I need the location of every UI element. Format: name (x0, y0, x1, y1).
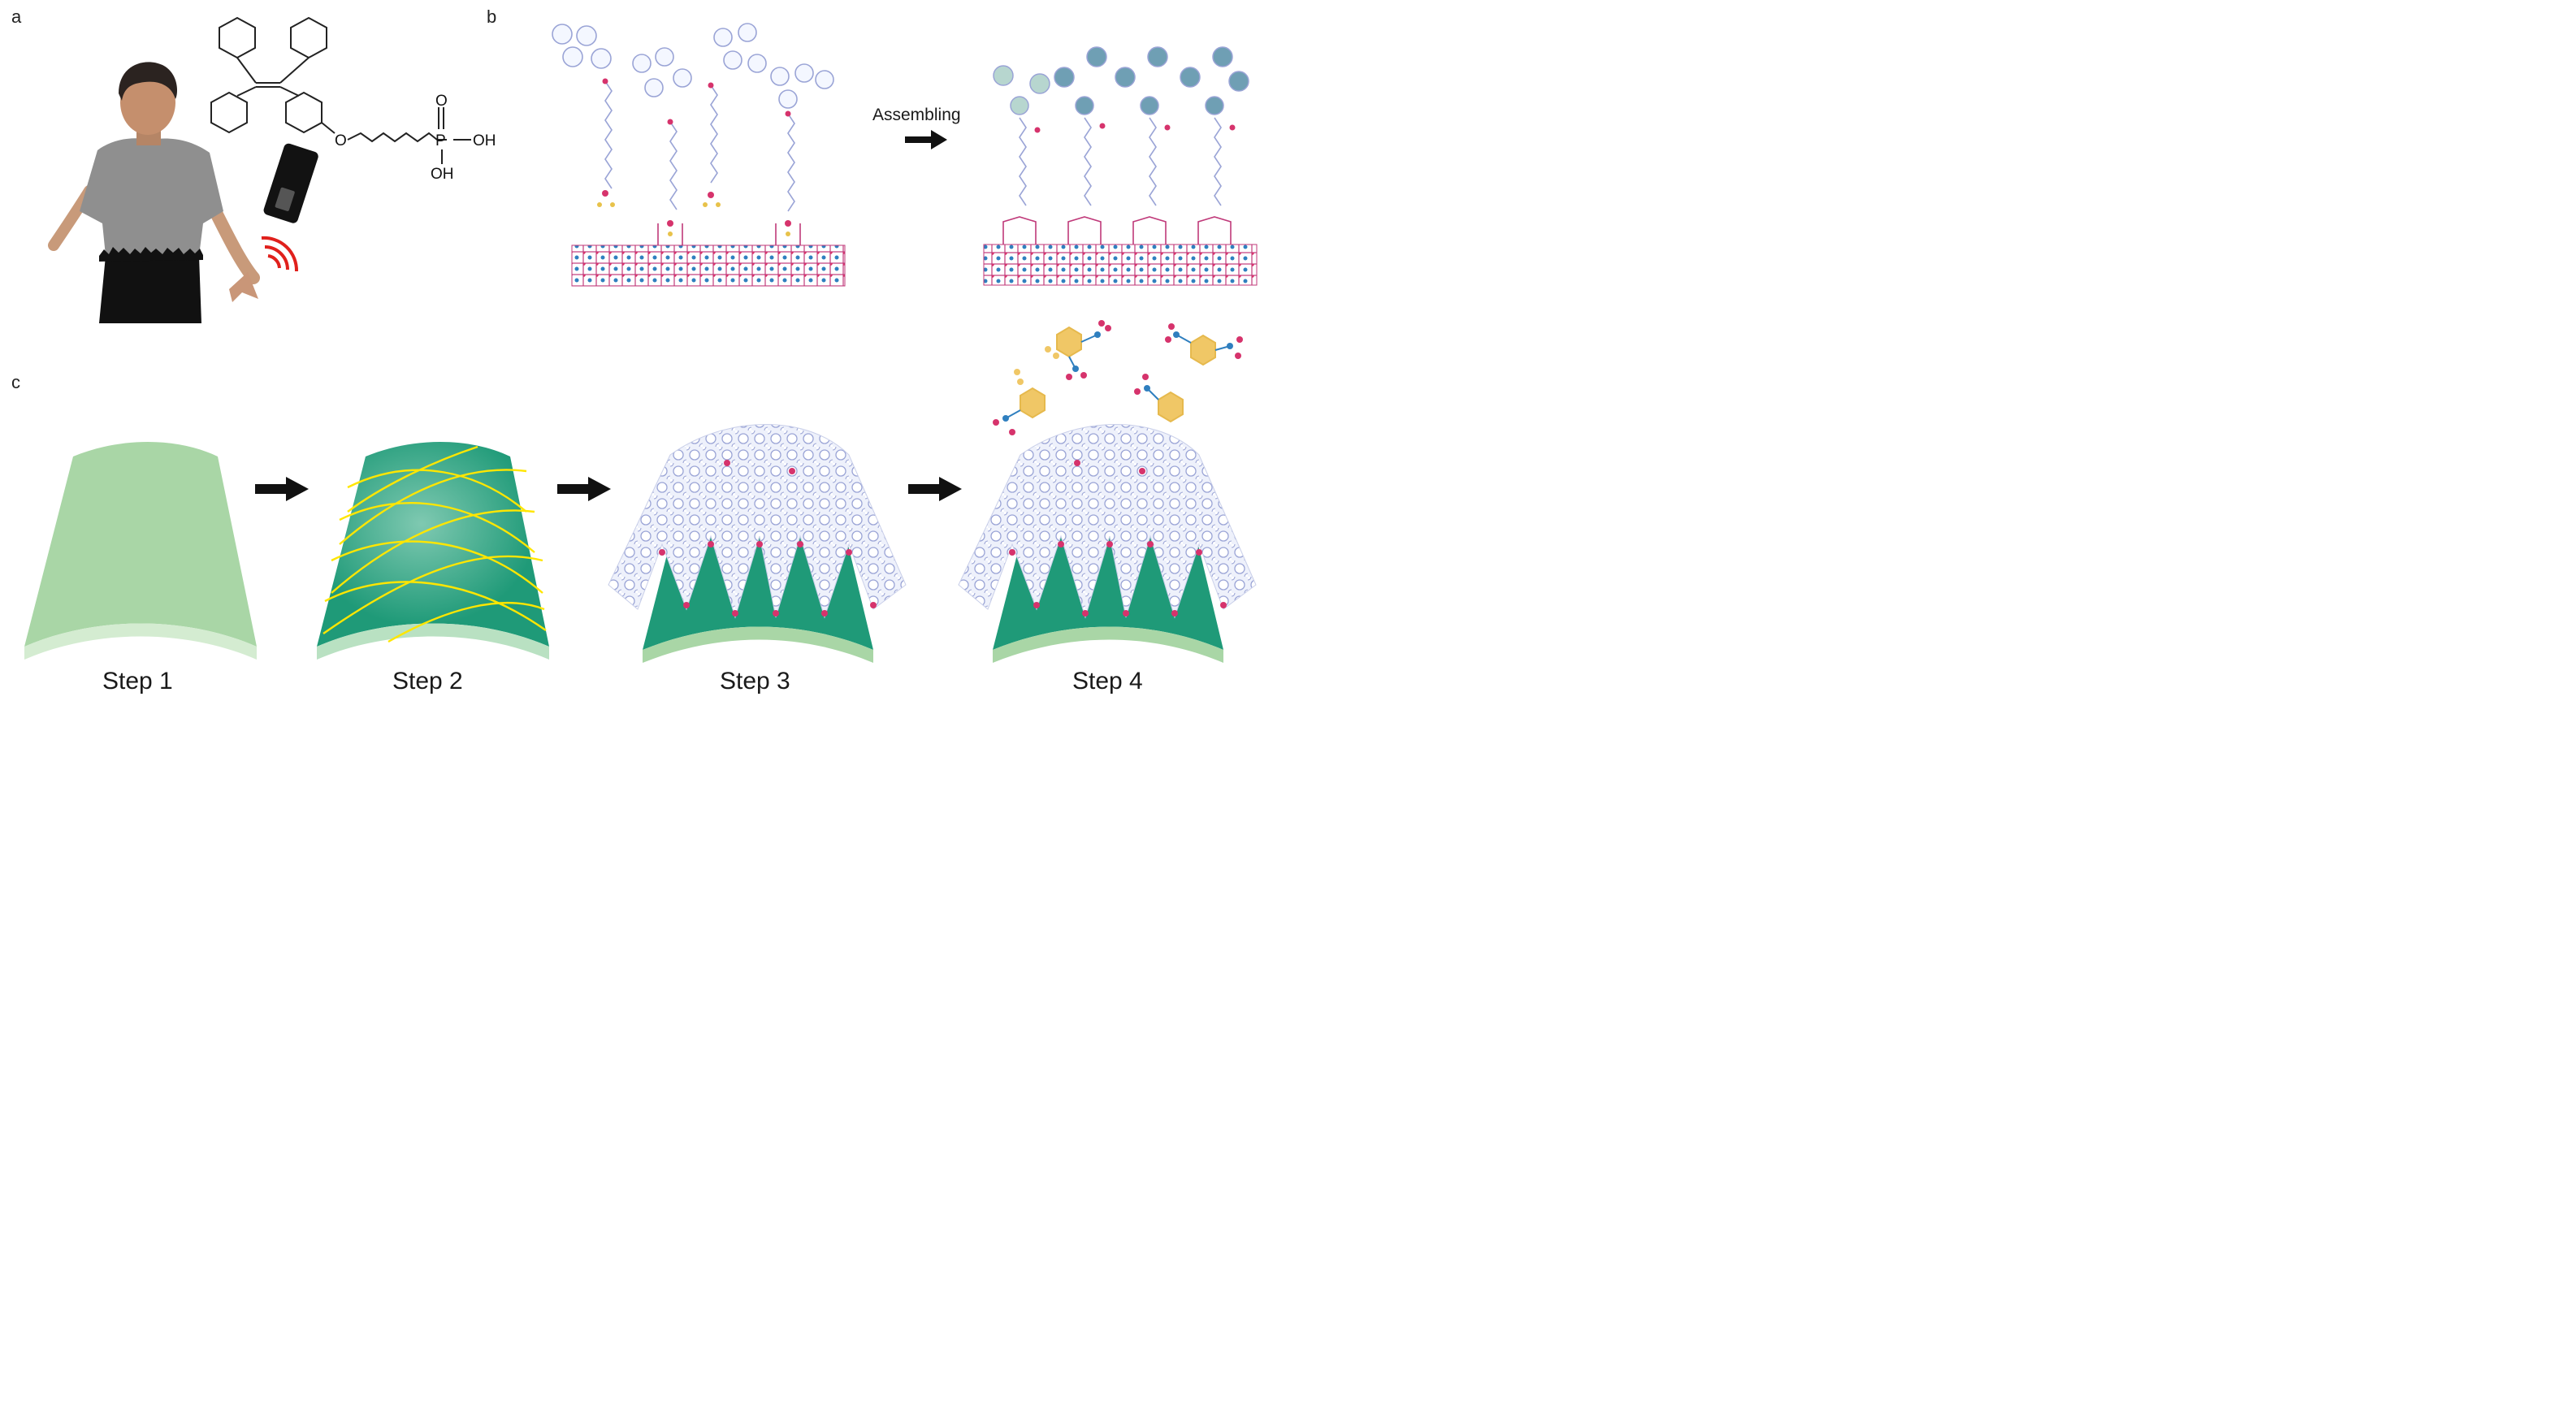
molecules-after-assembly (983, 46, 1258, 286)
assembling-label: Assembling (872, 106, 961, 124)
assembling-arrow (905, 130, 947, 149)
step-1-label: Step 1 (102, 668, 173, 695)
panel-label-b: b (487, 6, 497, 27)
oh-bottom-label: OH (431, 166, 454, 183)
step3-molecule-coated-substrate (608, 424, 907, 663)
atom-p-label: P (435, 132, 446, 149)
step1-substrate (24, 442, 257, 660)
step2-substrate-fibers (317, 442, 549, 660)
analyte-molecule-1 (1045, 320, 1111, 380)
step-arrow-1 (255, 477, 309, 501)
analyte-molecule-4 (1134, 374, 1184, 423)
substrate-lattice (983, 244, 1258, 286)
analyte-molecules (993, 320, 1243, 435)
oh-right-label: OH (473, 132, 496, 149)
step-3-label: Step 3 (720, 668, 790, 695)
step-arrow-2 (557, 477, 611, 501)
atom-o-label: O (335, 132, 347, 149)
atom-o-double-label: O (435, 93, 448, 110)
analyte-molecule-3 (993, 369, 1046, 435)
panel-label-c: c (11, 372, 20, 392)
step4-sensing-substrate (958, 424, 1257, 663)
step-2-label: Step 2 (392, 668, 463, 695)
person-illustration (48, 62, 318, 323)
panel-label-a: a (11, 6, 22, 27)
analyte-molecule-2 (1165, 323, 1243, 366)
molecules-before-assembly (552, 23, 846, 287)
step-4-label: Step 4 (1072, 668, 1143, 695)
step-arrow-3 (908, 477, 962, 501)
substrate-lattice (571, 244, 846, 287)
chemical-structure: O P O OH OH (210, 16, 496, 183)
